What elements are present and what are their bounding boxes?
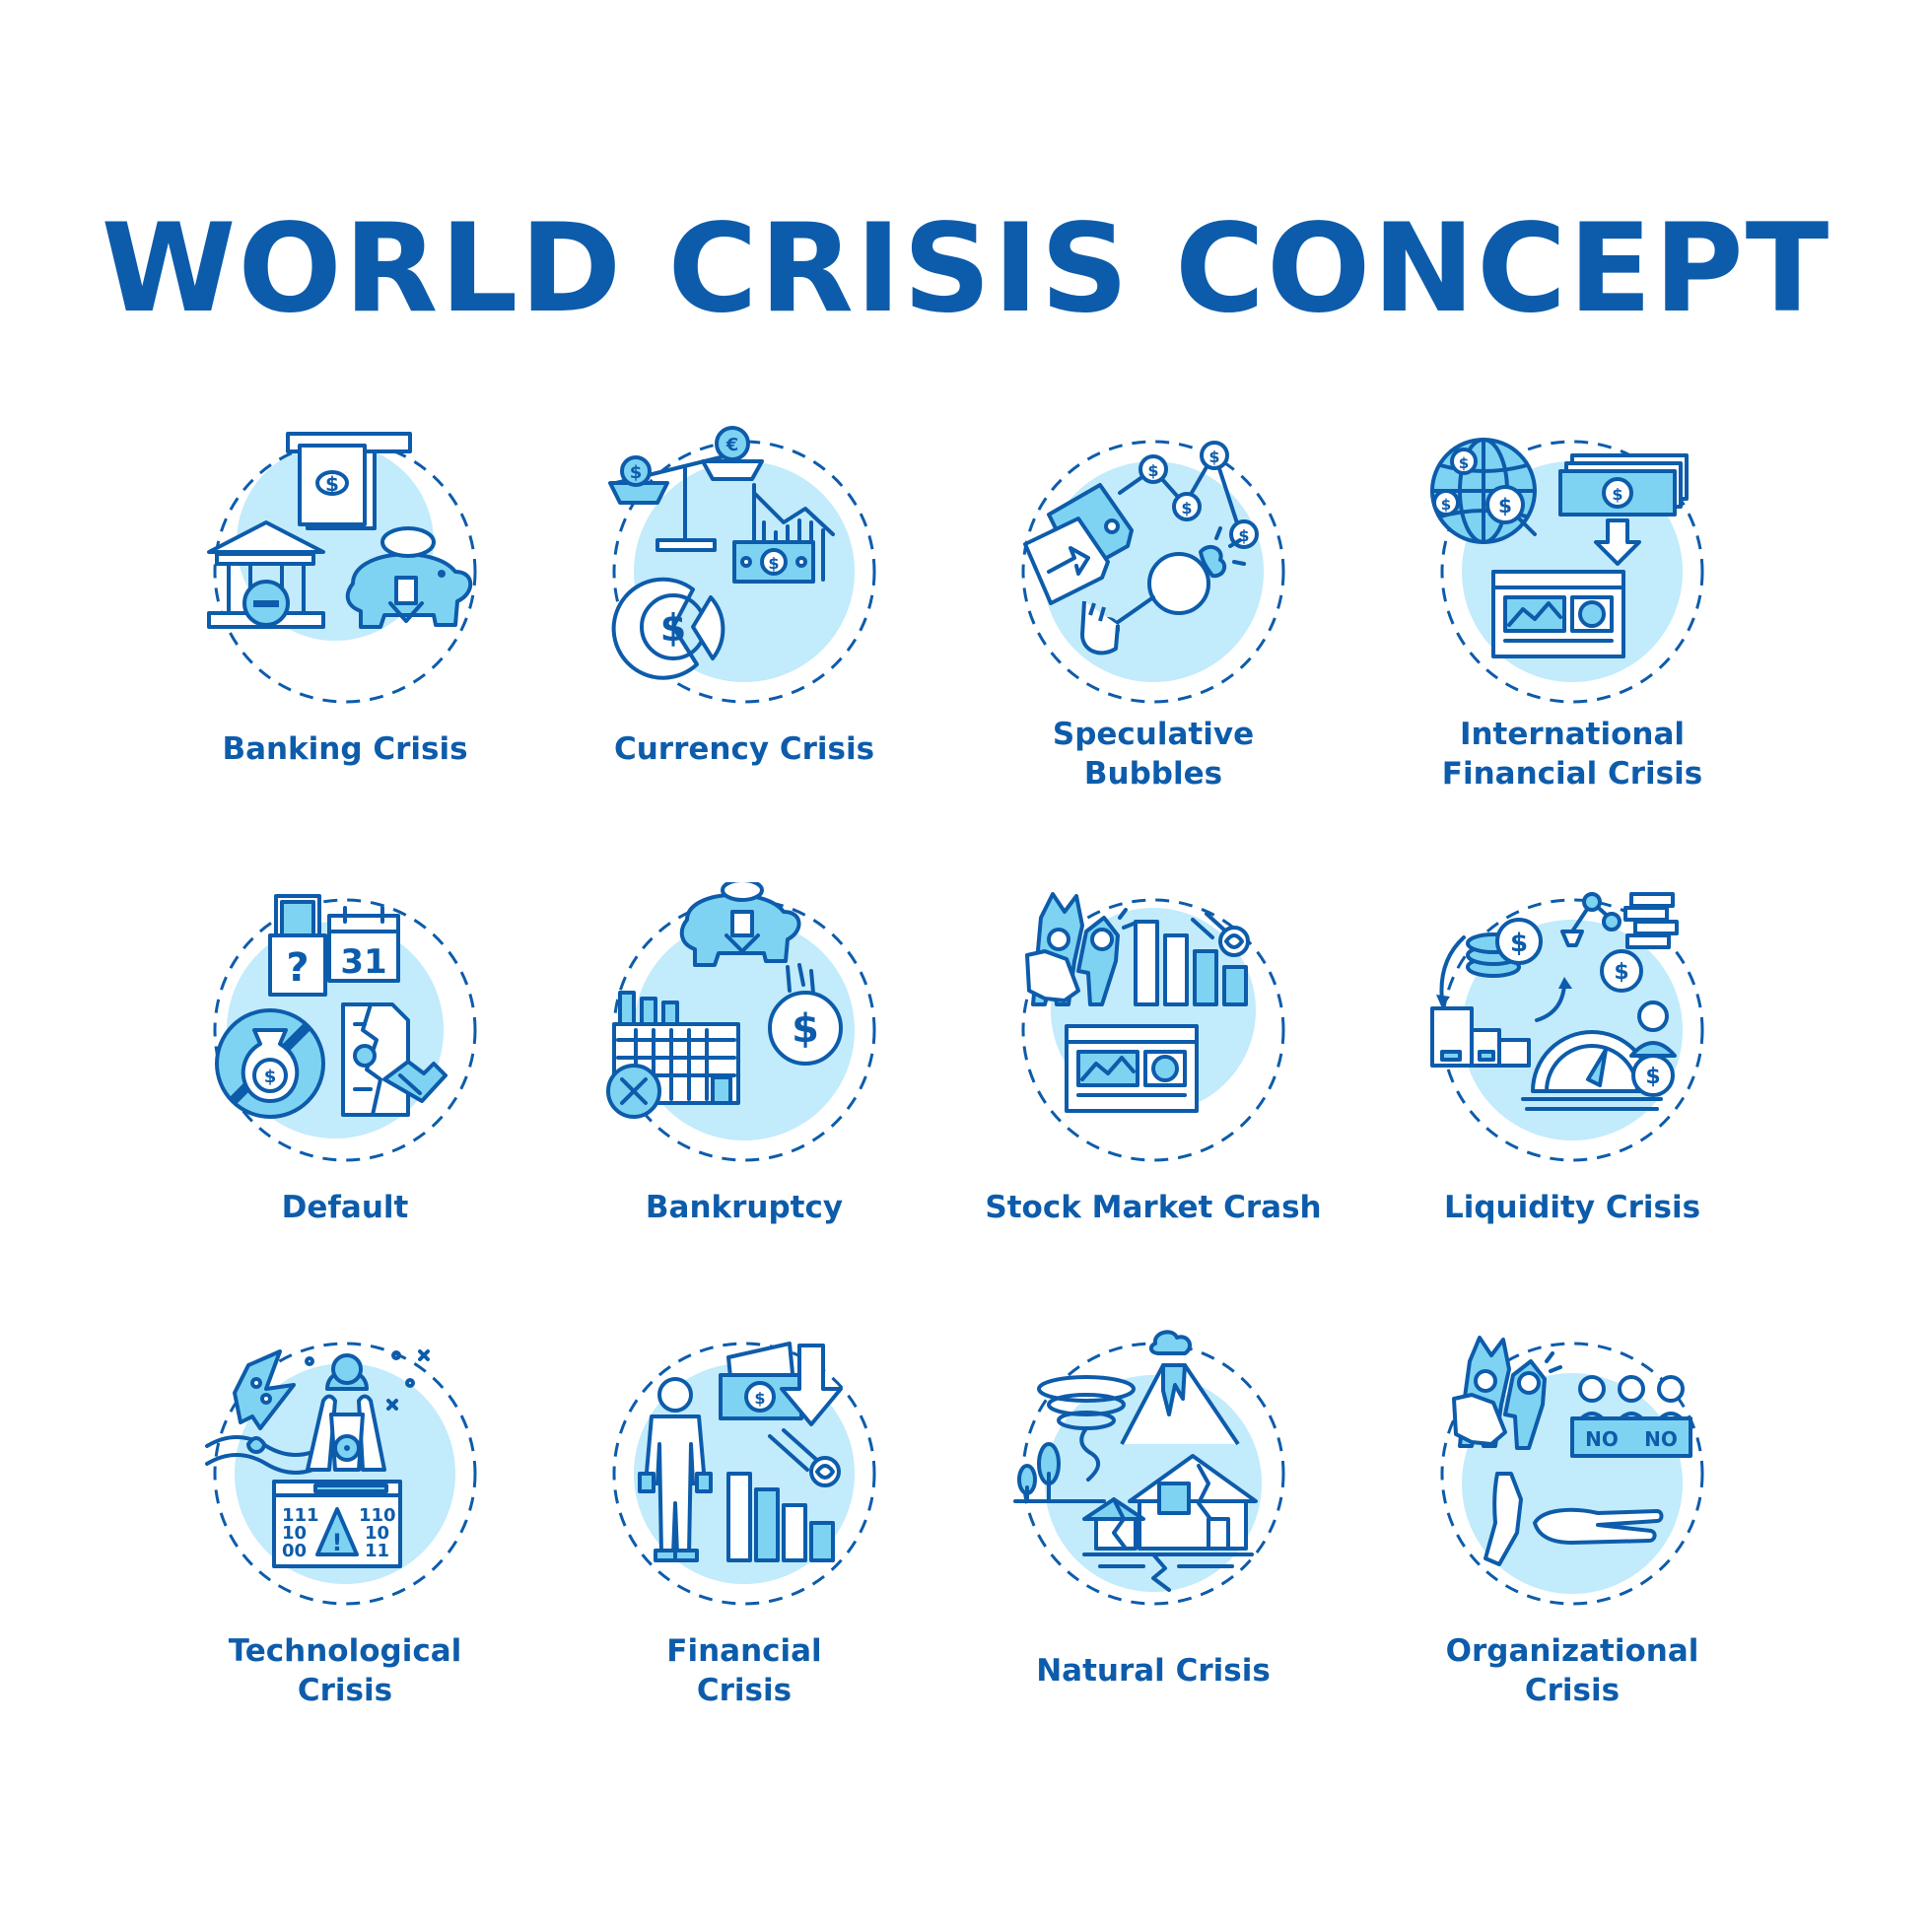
caption-line: Natural Crisis	[1036, 1653, 1271, 1689]
svg-text:$: $	[1510, 929, 1528, 958]
svg-text:$: $	[1459, 454, 1469, 472]
globe-money-icon: $ $ $ $	[1424, 424, 1720, 720]
svg-text:$: $	[660, 606, 686, 650]
svg-text:11: 11	[365, 1541, 389, 1561]
bank-piggy-icon: $	[197, 424, 493, 720]
svg-text:$: $	[1645, 1065, 1660, 1089]
tornado-earthquake-icon	[1005, 1326, 1301, 1622]
svg-text:10: 10	[365, 1523, 389, 1544]
currency-scale-icon: $ € $ $	[596, 424, 892, 720]
caption-line: Bubbles	[1083, 756, 1223, 792]
person-bills-icon: $	[596, 1326, 892, 1622]
caption-speculative-bubbles: Speculative Bubbles	[956, 715, 1350, 794]
svg-text:€: €	[725, 435, 739, 455]
caption-financial-crisis: Financial Crisis	[547, 1631, 941, 1710]
default-calendar-icon: ? 31 $	[197, 882, 493, 1178]
svg-text:$: $	[264, 1067, 277, 1087]
tech-hazard-icon: 111 10 00 110 10 11 !	[197, 1326, 493, 1622]
svg-text:?: ?	[286, 945, 309, 991]
caption-line: Organizational	[1445, 1633, 1699, 1669]
caption-line: Liquidity Crisis	[1443, 1190, 1701, 1225]
factory-piggy-icon: $	[596, 882, 892, 1178]
svg-text:!: !	[332, 1529, 343, 1556]
svg-text:$: $	[325, 472, 339, 496]
caption-currency-crisis: Currency Crisis	[547, 729, 941, 769]
caption-bankruptcy: Bankruptcy	[547, 1188, 941, 1227]
caption-line: Currency Crisis	[613, 731, 875, 767]
page-title: WORLD CRISIS CONCEPT	[101, 198, 1831, 340]
caption-line: Bankruptcy	[645, 1190, 844, 1225]
caption-line: Crisis	[1524, 1673, 1621, 1708]
svg-text:$: $	[1181, 499, 1192, 518]
caption-organizational-crisis: Organizational Crisis	[1375, 1631, 1769, 1710]
price-tag-bubble-icon: $ $ $ $	[1005, 424, 1301, 720]
svg-text:111: 111	[282, 1505, 319, 1526]
caption-line: Technological	[228, 1633, 462, 1669]
caption-line: International	[1459, 717, 1686, 752]
caption-line: Stock Market Crash	[985, 1190, 1322, 1225]
caption-default: Default	[148, 1188, 542, 1227]
caption-line: Banking Crisis	[222, 731, 468, 767]
svg-text:10: 10	[282, 1523, 307, 1544]
svg-text:$: $	[1498, 494, 1512, 518]
caption-line: Financial	[666, 1633, 822, 1669]
svg-text:00: 00	[282, 1541, 307, 1561]
svg-text:$: $	[792, 1006, 819, 1052]
svg-text:NO: NO	[1644, 1427, 1678, 1451]
caption-line: Crisis	[297, 1673, 393, 1708]
caption-natural-crisis: Natural Crisis	[956, 1651, 1350, 1690]
svg-text:$: $	[630, 462, 643, 483]
caption-banking-crisis: Banking Crisis	[148, 729, 542, 769]
svg-text:$: $	[1441, 496, 1451, 514]
caption-line: Default	[281, 1190, 409, 1225]
svg-text:110: 110	[359, 1505, 396, 1526]
caption-line: Speculative	[1052, 717, 1255, 752]
svg-text:$: $	[1147, 461, 1158, 480]
svg-text:$: $	[1614, 960, 1628, 985]
caption-line: Financial Crisis	[1441, 756, 1703, 792]
caption-technological-crisis: Technological Crisis	[148, 1631, 542, 1710]
svg-text:$: $	[1208, 448, 1219, 466]
caption-international-financial-crisis: International Financial Crisis	[1375, 715, 1769, 794]
caption-liquidity-crisis: Liquidity Crisis	[1375, 1188, 1769, 1227]
svg-text:$: $	[754, 1389, 765, 1408]
svg-text:31: 31	[340, 942, 386, 982]
caption-line: Crisis	[696, 1673, 793, 1708]
svg-text:$: $	[1612, 485, 1622, 504]
caption-stock-market-crash: Stock Market Crash	[956, 1188, 1350, 1227]
svg-text:NO: NO	[1585, 1427, 1619, 1451]
svg-text:$: $	[768, 554, 779, 573]
svg-text:$: $	[1238, 526, 1249, 545]
stock-chart-icon	[1005, 882, 1301, 1178]
protest-people-icon: NO NO	[1424, 1326, 1720, 1622]
liquidity-gauge-icon: $ $ $	[1424, 882, 1720, 1178]
